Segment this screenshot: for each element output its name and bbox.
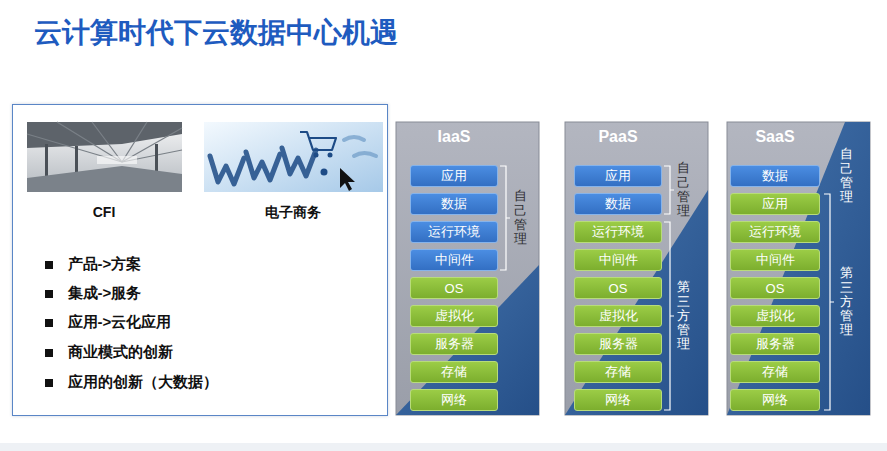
service-panel: IaaS 自己管理 应用数据运行环境中间件 OS 虚拟化服务器存储网络 xyxy=(396,122,539,415)
layer-box: 虚拟化 xyxy=(574,305,662,327)
panel-heading: SaaS xyxy=(730,128,820,146)
ecommerce-picture xyxy=(204,122,383,192)
layer-label: 网络 xyxy=(762,391,788,409)
layer-box: 中间件 xyxy=(730,249,820,271)
layer-label: 网络 xyxy=(441,391,467,409)
image-caption: CFI xyxy=(27,204,182,220)
layer-box: 中间件 xyxy=(574,249,662,271)
panel-grounds xyxy=(396,122,870,415)
vertical-label: 第三方管理 xyxy=(677,280,690,351)
layer-label: 中间件 xyxy=(756,251,795,269)
layer-box: OS xyxy=(730,277,820,299)
layer-label: 存储 xyxy=(605,363,631,381)
bullet-text: 集成->服务 xyxy=(68,284,142,303)
layer-label: 中间件 xyxy=(599,251,638,269)
layer-box: 运行环境 xyxy=(730,221,820,243)
layer-box: 应用 xyxy=(410,165,498,187)
vertical-label: 自己管理 xyxy=(840,147,853,204)
bullet-text: 商业模式的创新 xyxy=(68,343,173,362)
layer-box: 应用 xyxy=(574,165,662,187)
layer-label: 网络 xyxy=(605,391,631,409)
layer-box: 服务器 xyxy=(574,333,662,355)
layer-box: 服务器 xyxy=(730,333,820,355)
layer-label: 数据 xyxy=(762,167,788,185)
layer-label: 服务器 xyxy=(599,335,638,353)
panel-heading: IaaS xyxy=(410,128,498,146)
bullet-text: 应用->云化应用 xyxy=(68,313,172,332)
bullet-text: 应用的创新（大数据） xyxy=(68,373,218,392)
layer-box: 中间件 xyxy=(410,249,498,271)
image-caption: 电子商务 xyxy=(204,204,383,222)
layer-box: 存储 xyxy=(730,361,820,383)
layer-label: 虚拟化 xyxy=(435,307,474,325)
brackets xyxy=(500,166,834,410)
layer-label: OS xyxy=(609,281,628,296)
layer-label: 存储 xyxy=(441,363,467,381)
vertical-label: 第三方管理 xyxy=(840,266,853,337)
service-panel: SaaS 自己管理第三方管理 数据应用运行环境中间件 OS 虚拟化服务器存储网络 xyxy=(727,122,870,415)
layer-label: 数据 xyxy=(441,195,467,213)
layer-box: 虚拟化 xyxy=(730,305,820,327)
layer-label: 运行环境 xyxy=(428,223,480,241)
layer-box: 网络 xyxy=(730,389,820,411)
panel-heading: PaaS xyxy=(574,128,662,146)
layer-label: 虚拟化 xyxy=(756,307,795,325)
layer-label: 服务器 xyxy=(435,335,474,353)
content-panel: CFI 电子商务产品->方案集成->服务应用->云化应用商业模式的创新应用的创新（… xyxy=(12,104,388,416)
layer-box: 数据 xyxy=(410,193,498,215)
layer-label: OS xyxy=(445,281,464,296)
layer-box: 应用 xyxy=(730,193,820,215)
footer-band xyxy=(0,443,887,451)
layer-box: 运行环境 xyxy=(574,221,662,243)
layer-label: 应用 xyxy=(605,167,631,185)
layer-box: 数据 xyxy=(730,165,820,187)
layer-label: 中间件 xyxy=(435,251,474,269)
layer-box: 网络 xyxy=(410,389,498,411)
building-photo xyxy=(27,122,182,192)
layer-box: 网络 xyxy=(574,389,662,411)
vertical-label: 自己管理 xyxy=(514,189,527,246)
layer-label: 数据 xyxy=(605,195,631,213)
layer-label: 运行环境 xyxy=(749,223,801,241)
layer-label: 虚拟化 xyxy=(599,307,638,325)
layer-box: 存储 xyxy=(410,361,498,383)
layer-box: OS xyxy=(410,277,498,299)
bullet-squares xyxy=(45,261,53,387)
layer-box: 虚拟化 xyxy=(410,305,498,327)
layer-label: 应用 xyxy=(441,167,467,185)
bullet-text: 产品->方案 xyxy=(68,255,142,274)
layer-box: 存储 xyxy=(574,361,662,383)
layer-label: 应用 xyxy=(762,195,788,213)
layer-label: 服务器 xyxy=(756,335,795,353)
slide-title: 云计算时代下云数据中心机遇 xyxy=(34,14,398,52)
layer-label: OS xyxy=(766,281,785,296)
layer-label: 存储 xyxy=(762,363,788,381)
layer-box: 数据 xyxy=(574,193,662,215)
service-panel: PaaS 自己管理第三方管理 应用数据运行环境中间件 OS 虚拟化服务器存储网络 xyxy=(565,122,708,415)
vertical-label: 自己管理 xyxy=(677,161,690,218)
layer-label: 运行环境 xyxy=(592,223,644,241)
layer-box: 运行环境 xyxy=(410,221,498,243)
layer-box: 服务器 xyxy=(410,333,498,355)
layer-box: OS xyxy=(574,277,662,299)
